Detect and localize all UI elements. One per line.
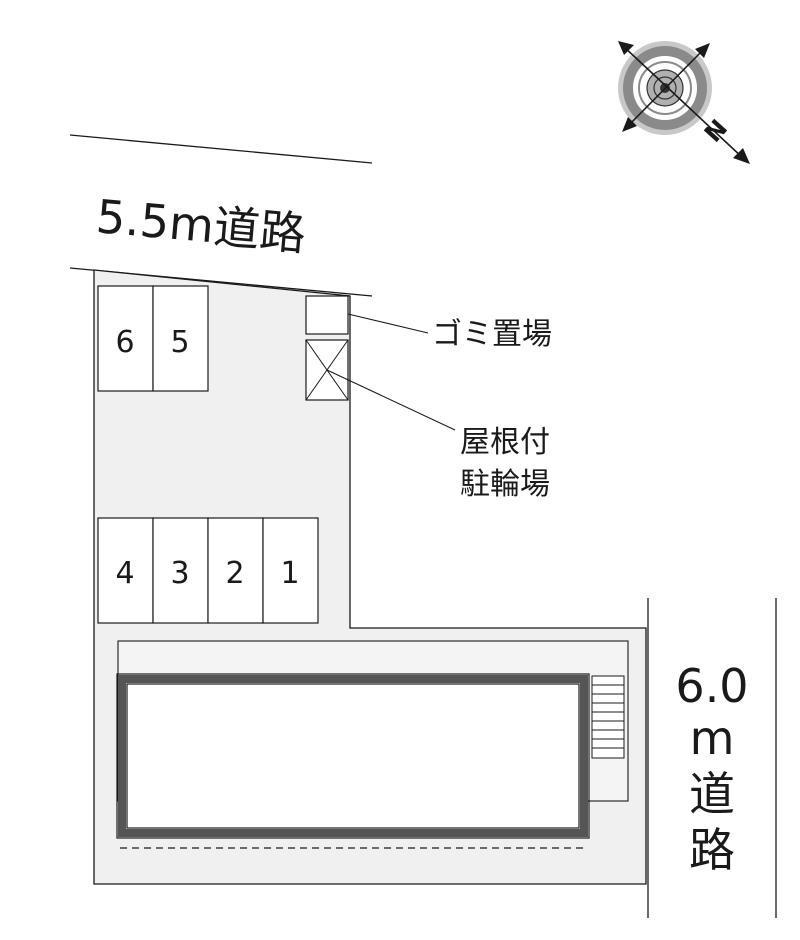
parking-space-2 bbox=[207, 517, 264, 624]
right-road-label-line-4: 路 bbox=[689, 823, 735, 877]
right-road-label-line-1: 6.0 bbox=[675, 659, 748, 713]
bicycle-label-line-1: 屋根付 bbox=[460, 425, 550, 460]
garbage-leader-line bbox=[347, 313, 429, 334]
bicycle-leader-line bbox=[326, 369, 456, 431]
parking-number-6: 6 bbox=[115, 325, 134, 360]
compass-north-letter: N bbox=[699, 114, 733, 148]
parking-space-1 bbox=[262, 517, 319, 624]
building-outline-outer bbox=[116, 673, 590, 839]
garbage-label: ゴミ置場 bbox=[432, 317, 552, 352]
top-road-edge-upper bbox=[69, 134, 373, 164]
parking-number-3: 3 bbox=[170, 556, 189, 591]
building bbox=[118, 675, 588, 837]
right-road-label: 6.0 m 道 路 bbox=[675, 659, 748, 877]
parking-row-top: 6 5 bbox=[97, 285, 209, 392]
parking-space-5 bbox=[152, 285, 209, 392]
building-stairs bbox=[591, 675, 625, 759]
parking-number-4: 4 bbox=[115, 556, 134, 591]
right-road-label-line-2: m bbox=[690, 711, 735, 765]
parking-number-5: 5 bbox=[170, 325, 189, 360]
parking-number-2: 2 bbox=[225, 556, 244, 591]
parking-space-6 bbox=[97, 285, 154, 392]
top-road-label: 5.5m道路 bbox=[94, 189, 308, 261]
bicycle-label-line-2: 駐輪場 bbox=[460, 467, 550, 502]
parking-space-4 bbox=[97, 517, 154, 624]
building-outline-inner bbox=[126, 683, 580, 829]
right-road-label-line-3: 道 bbox=[689, 767, 735, 821]
parking-row-bottom: 4 3 2 1 bbox=[97, 517, 319, 624]
parking-number-1: 1 bbox=[280, 556, 299, 591]
garbage-area bbox=[305, 295, 349, 335]
compass-icon bbox=[618, 41, 750, 164]
